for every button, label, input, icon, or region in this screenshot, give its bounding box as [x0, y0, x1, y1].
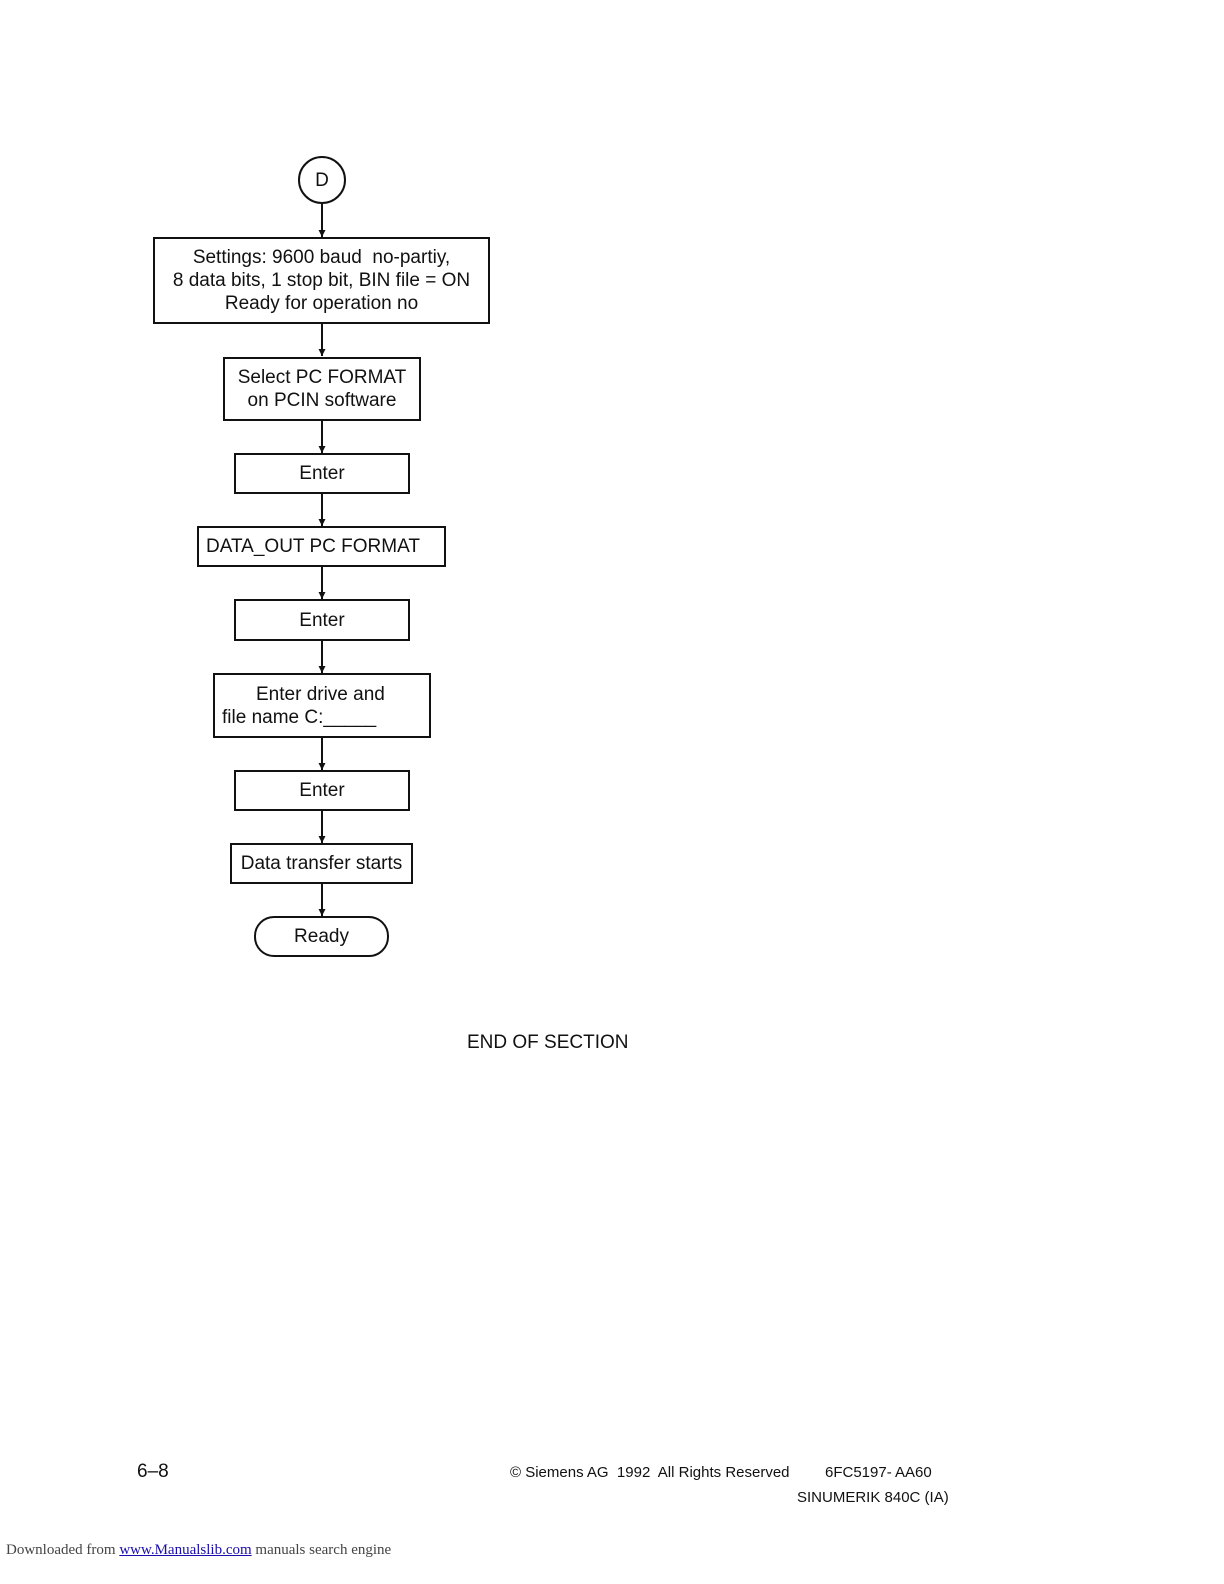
ready-terminal: Ready: [254, 916, 389, 957]
manualslib-link[interactable]: www.Manualslib.com: [119, 1542, 252, 1558]
settings-box: Settings: 9600 baud no-partiy, 8 data bi…: [153, 237, 490, 324]
end-of-section: END OF SECTION: [467, 1032, 629, 1053]
enter-box-2: Enter: [234, 599, 410, 641]
page-number: 6–8: [137, 1461, 169, 1482]
data-out-box: DATA_OUT PC FORMAT: [197, 526, 446, 567]
connector-circle-d: D: [298, 156, 346, 204]
enter-label-1: Enter: [299, 463, 345, 484]
settings-line-1: Settings: 9600 baud no-partiy,: [192, 247, 451, 268]
enter-box-1: Enter: [234, 453, 410, 494]
enter-box-3: Enter: [234, 770, 410, 811]
settings-line-3: Ready for operation no: [224, 293, 419, 314]
settings-line-2: 8 data bits, 1 stop bit, BIN file = ON: [172, 270, 471, 291]
watermark-suffix: manuals search engine: [251, 1542, 392, 1558]
drive-file-box: Enter drive and file name C:_____: [213, 673, 431, 738]
enter-label-2: Enter: [299, 609, 345, 631]
enter-label-3: Enter: [299, 780, 345, 801]
data-out-label: DATA_OUT PC FORMAT: [206, 536, 420, 557]
select-format-box: Select PC FORMAT on PCIN software: [223, 357, 421, 421]
connector-label: D: [315, 169, 329, 191]
select-line-2: on PCIN software: [247, 390, 397, 411]
download-watermark: Downloaded from www.Manualslib.com manua…: [6, 1542, 391, 1559]
drive-line-1: Enter drive and: [256, 683, 385, 705]
transfer-box: Data transfer starts: [230, 843, 413, 884]
footer-product: SINUMERIK 840C (IA): [797, 1489, 949, 1506]
ready-label: Ready: [294, 926, 349, 947]
footer-order-code: 6FC5197- AA60: [825, 1464, 932, 1481]
watermark-prefix: Downloaded from: [6, 1542, 120, 1558]
drive-line-2: file name C:_____: [222, 706, 377, 728]
footer-copyright: © Siemens AG 1992 All Rights Reserved: [510, 1464, 790, 1481]
select-line-1: Select PC FORMAT: [237, 367, 407, 388]
transfer-label: Data transfer starts: [240, 853, 403, 874]
